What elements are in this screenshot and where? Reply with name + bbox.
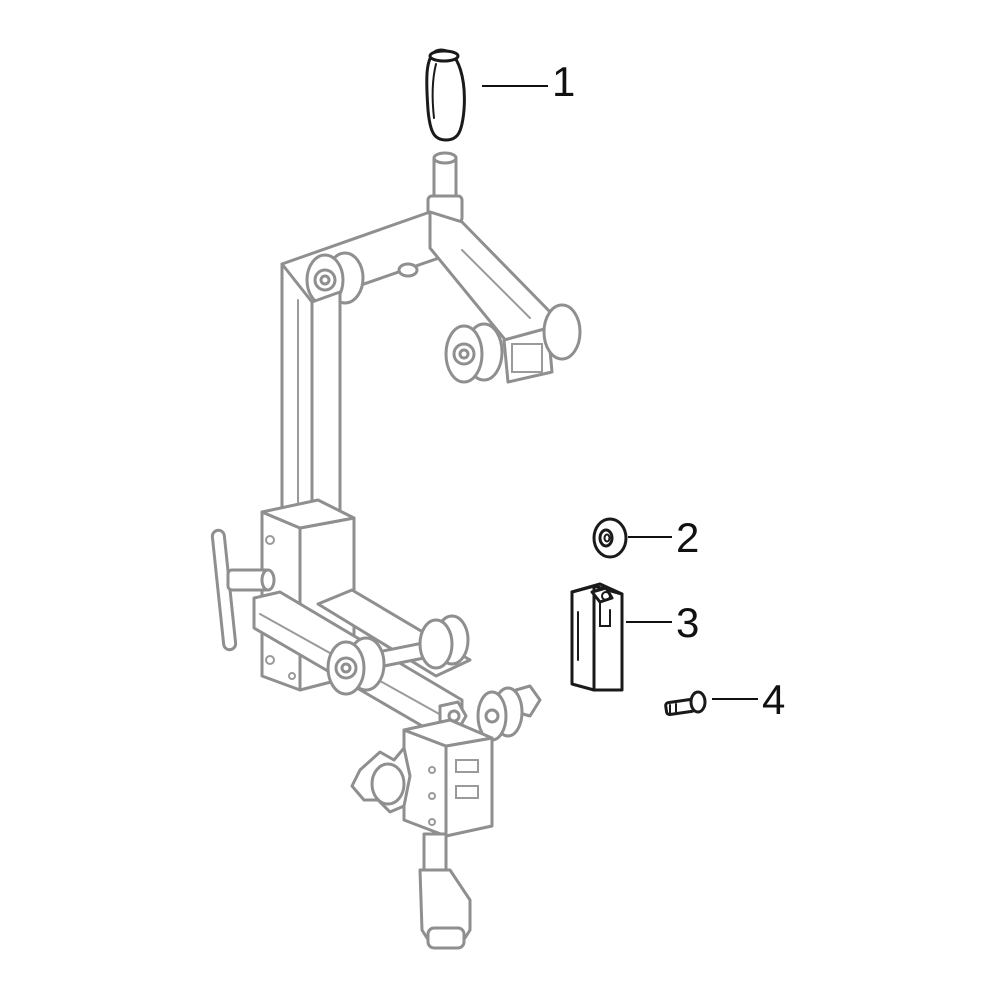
callouts: 1 2 3 4 [482,58,785,723]
upper-roller [305,251,419,307]
part-1-handle-knob [425,48,466,142]
lever-roller-right [418,614,470,670]
part-2-washer [592,517,628,559]
clamp-bracket [402,718,494,838]
star-knob [350,746,412,814]
lever-hub [326,636,386,696]
callout-4-number: 4 [762,676,785,723]
top-pin [426,151,464,224]
right-roller [542,303,582,361]
callout-3-number: 3 [676,599,699,646]
part-3-clamp-block [570,582,624,692]
tool-assembly [210,151,582,950]
callout-2-number: 2 [676,514,699,561]
middle-roller [444,322,504,384]
vertical-column [280,262,342,532]
callout-1-number: 1 [552,58,575,105]
part-4-screw [664,690,707,717]
t-handle [210,528,276,652]
lower-grip [418,832,472,950]
